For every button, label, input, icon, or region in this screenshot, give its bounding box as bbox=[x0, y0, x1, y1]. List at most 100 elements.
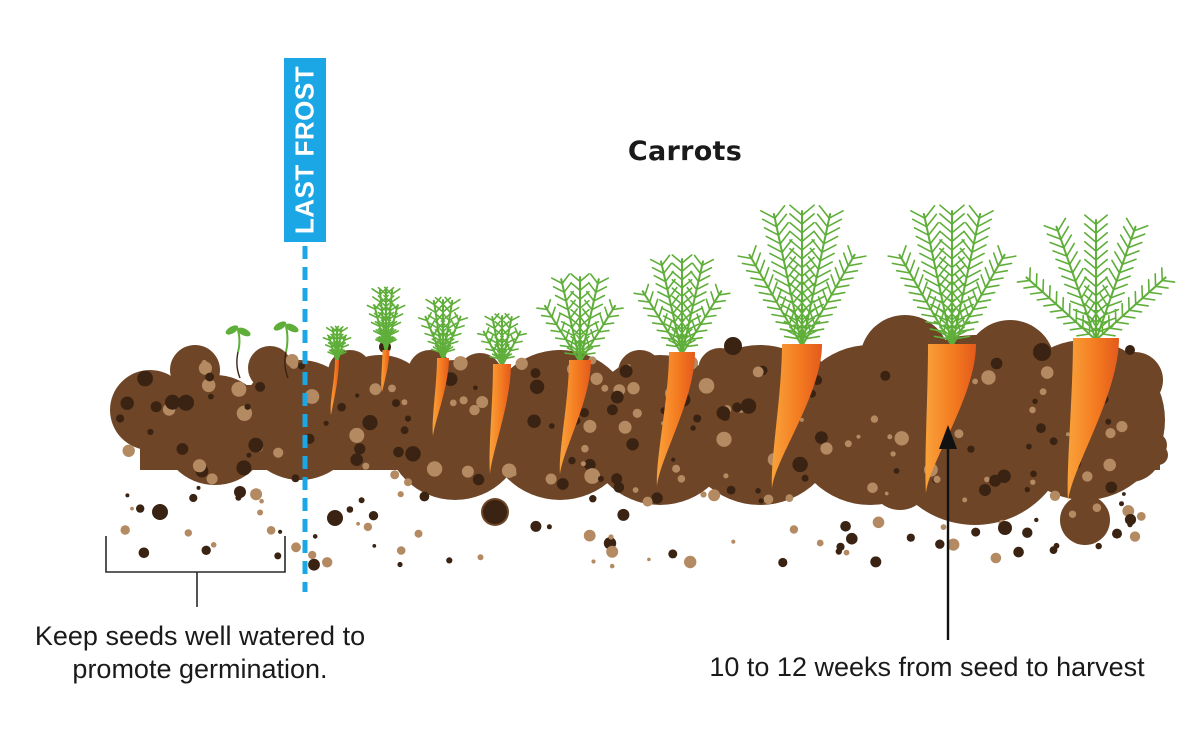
leaflet bbox=[427, 340, 438, 346]
leaflet bbox=[334, 347, 341, 356]
soil-speck bbox=[1103, 458, 1116, 472]
loose-dirt bbox=[396, 546, 406, 555]
leaflet bbox=[939, 247, 953, 260]
leaflet bbox=[763, 227, 780, 236]
soil-speck bbox=[672, 464, 681, 473]
leaflet bbox=[498, 343, 506, 352]
leaflet bbox=[828, 210, 844, 219]
leaflet bbox=[492, 312, 500, 322]
leaflet bbox=[1115, 321, 1129, 325]
leaflet bbox=[1093, 309, 1103, 325]
leaflet bbox=[809, 328, 825, 333]
leaflet bbox=[374, 301, 382, 311]
soil-speck bbox=[981, 370, 996, 385]
leaflet bbox=[980, 274, 987, 289]
leaflet bbox=[929, 303, 946, 313]
leaflet bbox=[382, 302, 391, 312]
leaflet bbox=[789, 247, 803, 260]
carrot-root bbox=[925, 344, 976, 494]
leaflet bbox=[704, 314, 717, 318]
leaflet bbox=[501, 327, 509, 337]
loose-dirt bbox=[583, 529, 596, 542]
soil-speck bbox=[579, 408, 589, 418]
leaflet bbox=[1106, 300, 1123, 308]
leaf-stem bbox=[543, 304, 581, 363]
carrot-root bbox=[771, 344, 822, 489]
leaflet bbox=[690, 336, 703, 341]
loose-dirt bbox=[843, 549, 850, 556]
loose-dirt bbox=[763, 494, 774, 505]
leaflet bbox=[595, 285, 608, 294]
loose-dirt bbox=[870, 556, 882, 568]
leaflet bbox=[950, 290, 962, 305]
leaflet bbox=[502, 349, 507, 360]
leaflet bbox=[330, 341, 338, 348]
soil-speck bbox=[716, 431, 732, 447]
loose-dirt bbox=[257, 509, 264, 516]
leaflet bbox=[384, 326, 392, 336]
leaflet bbox=[920, 261, 937, 271]
leaflet bbox=[917, 274, 924, 289]
leaf-stem bbox=[482, 330, 503, 367]
loose-dirt bbox=[935, 539, 945, 549]
leaflet bbox=[441, 343, 448, 353]
loose-dirt bbox=[259, 498, 264, 504]
soil-speck bbox=[350, 453, 364, 467]
leaflet bbox=[779, 230, 791, 245]
soil-speck bbox=[1065, 432, 1070, 437]
leaflet bbox=[657, 291, 671, 299]
leaflet bbox=[939, 239, 953, 251]
loose-dirt bbox=[835, 548, 842, 555]
leaflet bbox=[951, 230, 965, 243]
loose-dirt bbox=[210, 542, 217, 548]
soil-speck bbox=[246, 452, 252, 458]
leaflet bbox=[943, 324, 955, 339]
leaflet bbox=[966, 213, 979, 228]
leaflet bbox=[583, 352, 596, 356]
leaflet bbox=[554, 337, 567, 341]
leaflet bbox=[575, 334, 585, 346]
loose-dirt bbox=[668, 549, 678, 559]
leaflet bbox=[838, 259, 845, 274]
soil-speck bbox=[618, 420, 632, 434]
leaflet bbox=[1117, 242, 1126, 257]
leaflet bbox=[454, 324, 465, 330]
leaflet bbox=[499, 335, 508, 345]
loose-dirt bbox=[611, 473, 623, 485]
leaflet bbox=[919, 252, 935, 262]
leaflet bbox=[660, 307, 674, 315]
loose-dirt bbox=[1022, 527, 1033, 538]
soil-speck bbox=[820, 442, 833, 455]
loose-dirt bbox=[1112, 528, 1122, 539]
leaflet bbox=[887, 255, 903, 260]
leaflet bbox=[691, 262, 702, 275]
leaflet bbox=[436, 343, 446, 353]
soil-speck bbox=[583, 419, 597, 433]
leaflet bbox=[494, 313, 503, 321]
leaflet bbox=[967, 296, 974, 311]
leaflet bbox=[428, 322, 439, 330]
leaflet bbox=[552, 285, 565, 294]
leaflet bbox=[969, 252, 985, 262]
cotyledon bbox=[285, 323, 299, 333]
leaflet bbox=[1095, 276, 1108, 288]
leaflet bbox=[939, 221, 953, 234]
leaflet bbox=[826, 218, 843, 228]
soil-speck bbox=[626, 438, 639, 451]
leaflet bbox=[686, 286, 696, 299]
leaflet bbox=[333, 332, 341, 341]
leaflet bbox=[1063, 234, 1073, 249]
leaflet bbox=[750, 277, 765, 282]
leaflet bbox=[933, 335, 949, 340]
dirt-clod bbox=[998, 521, 1012, 535]
loose-dirt bbox=[414, 529, 423, 538]
leaflet bbox=[665, 344, 679, 348]
loose-dirt bbox=[589, 495, 597, 503]
leaflet bbox=[767, 274, 774, 289]
leaflet bbox=[449, 306, 460, 314]
leaflet bbox=[963, 320, 979, 325]
leaflet bbox=[656, 329, 669, 333]
leaflet bbox=[390, 301, 398, 311]
loose-dirt bbox=[397, 491, 404, 498]
leaflet bbox=[391, 321, 402, 328]
